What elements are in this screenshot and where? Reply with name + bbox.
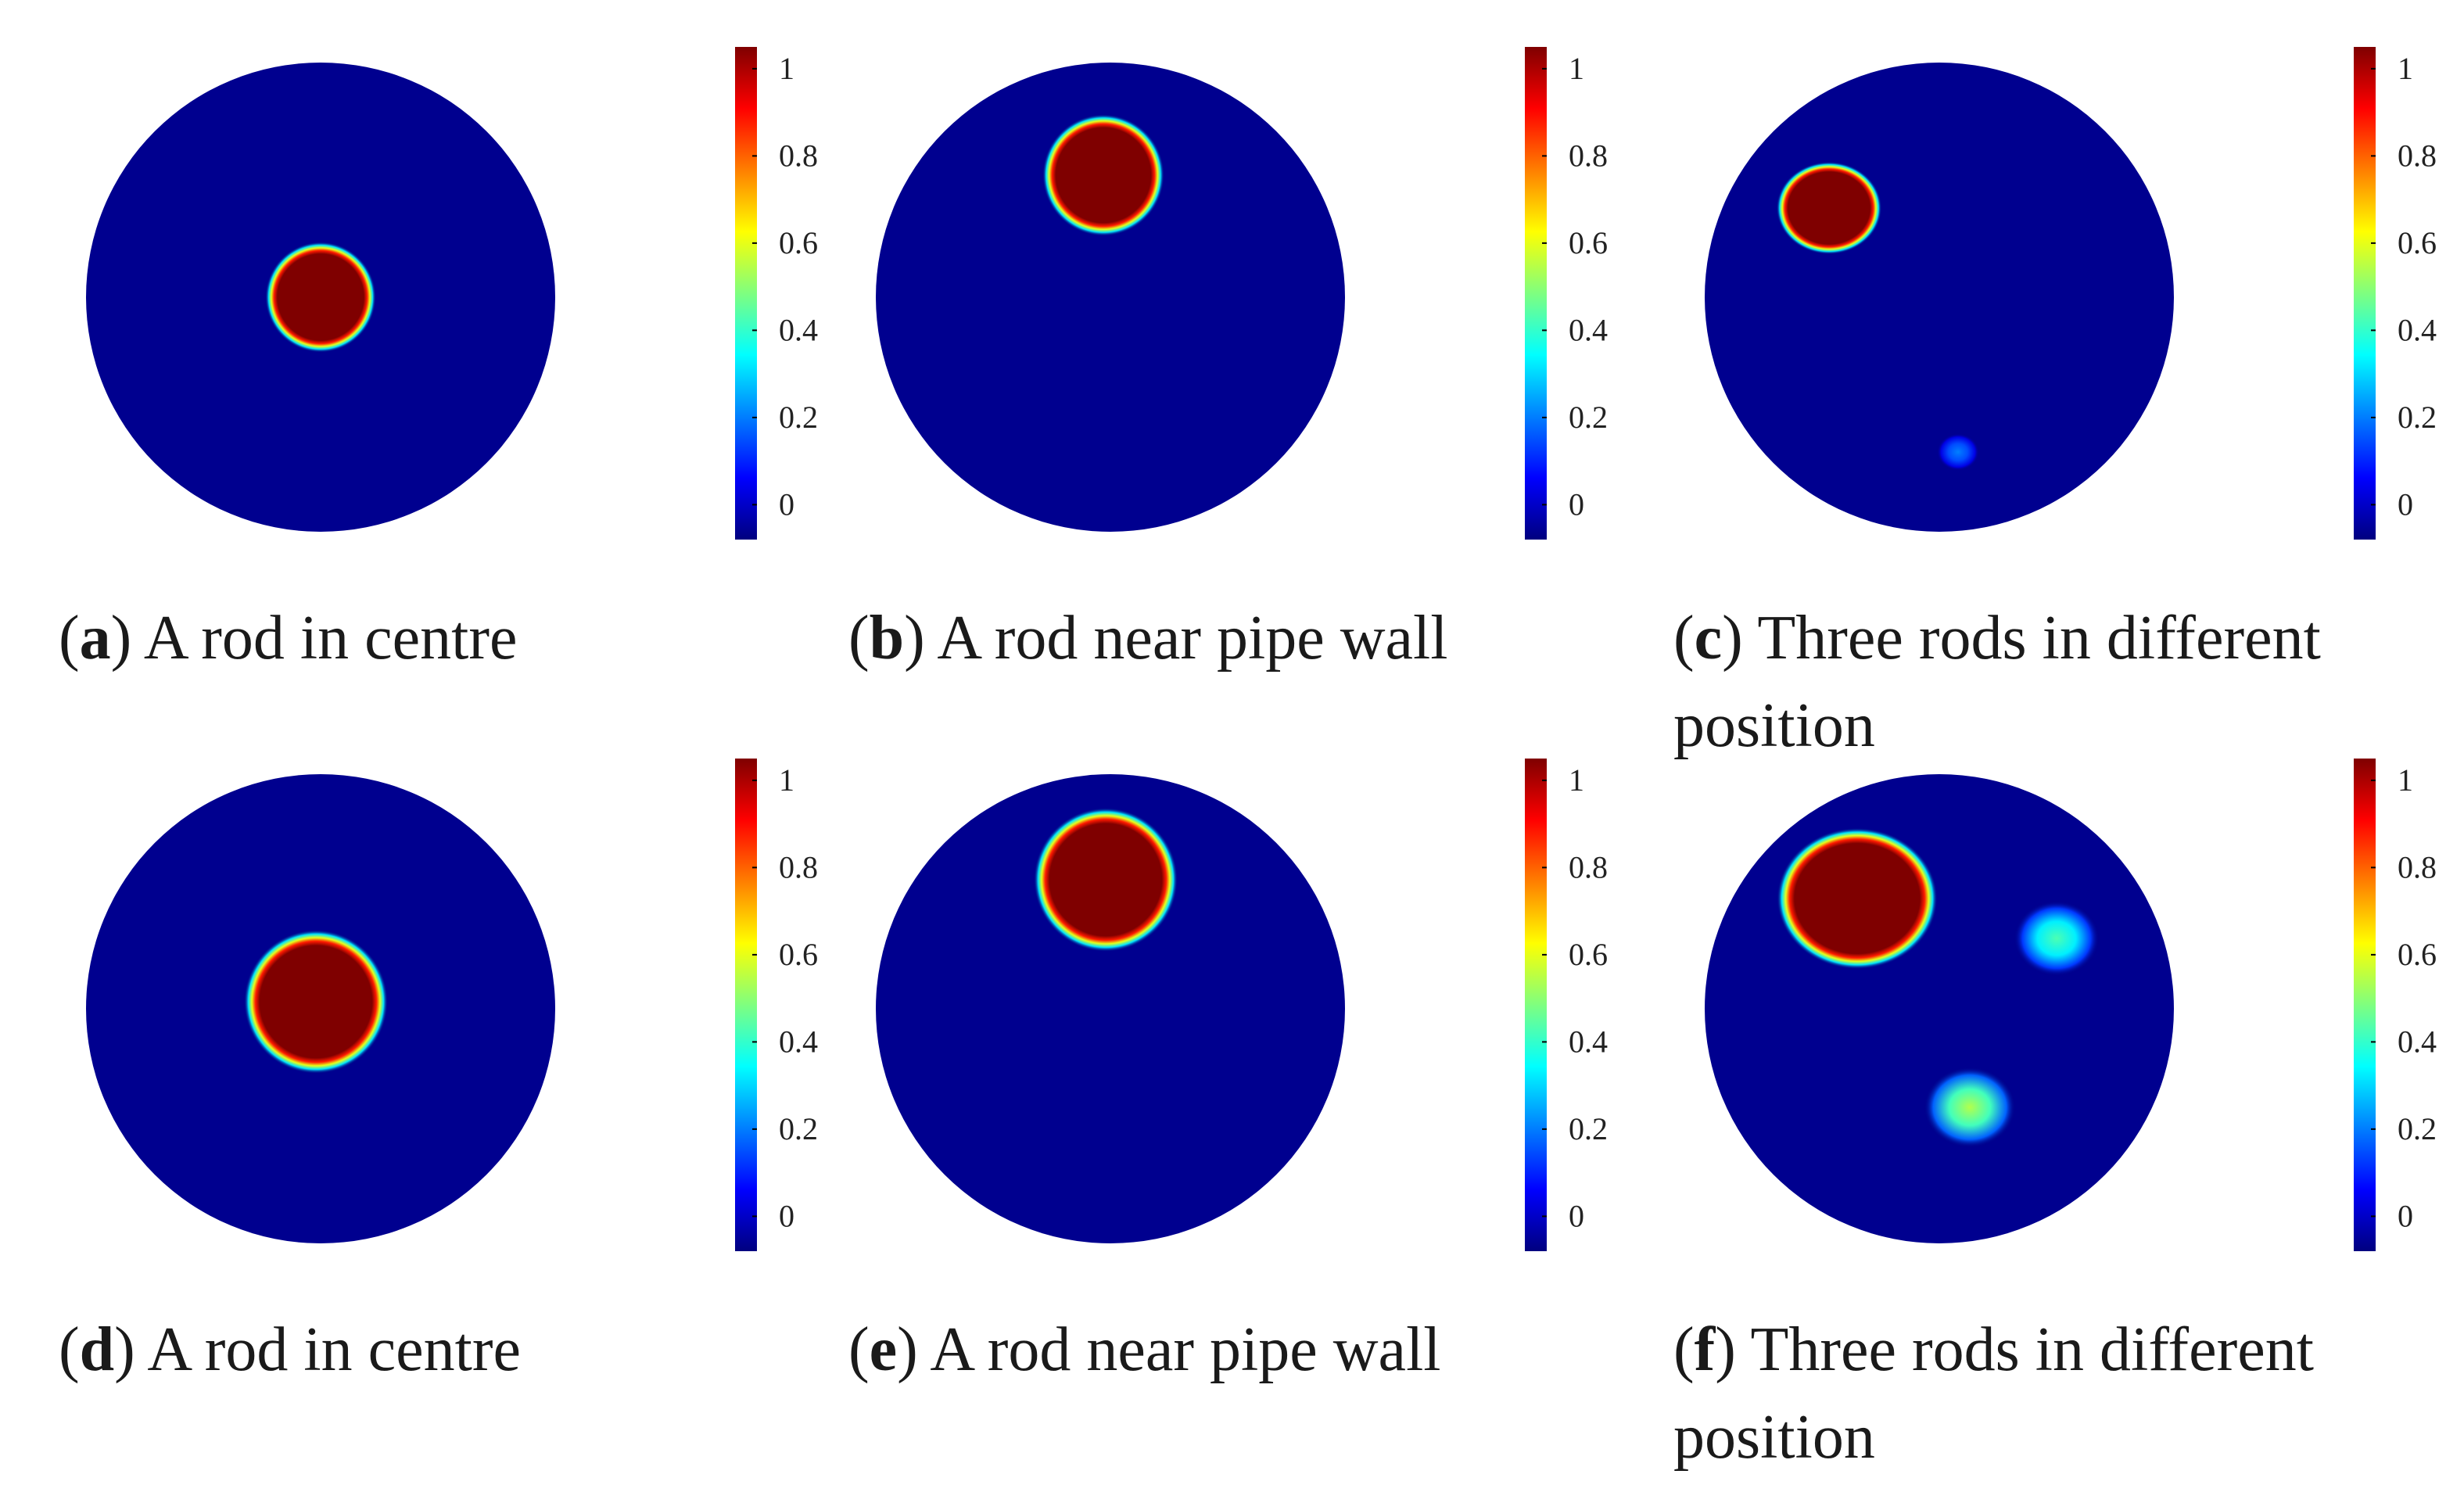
caption-text: A rod in centre bbox=[147, 1315, 521, 1384]
caption-letter: a bbox=[79, 604, 111, 673]
rod-inclusion bbox=[1777, 827, 1938, 970]
caption: (b) A rod near pipe wall bbox=[848, 604, 1448, 673]
rod-inclusion bbox=[1924, 1067, 2016, 1148]
colorbar-tick-label: 0 bbox=[2398, 486, 2413, 522]
caption-text: Three rods in different position bbox=[1673, 1315, 2314, 1472]
colorbar-tick-label: 0.2 bbox=[779, 1111, 818, 1146]
panel-c: 0 0.2 0.4 0.6 0.8 1 (c) Three rods in differen… bbox=[1673, 47, 2464, 760]
heatmap-a: 0 0.2 0.4 0.6 0.8 1 bbox=[86, 47, 818, 540]
colorbar-tick-label: 0.2 bbox=[779, 400, 818, 435]
colorbar-tick-label: 0.8 bbox=[2398, 138, 2437, 173]
caption-text: A rod near pipe wall bbox=[937, 604, 1448, 673]
colorbar-tick-label: 0.2 bbox=[2398, 1111, 2437, 1146]
colorbar-tick-label: 0.4 bbox=[1569, 312, 1608, 347]
colorbar-tick-label: 1 bbox=[1569, 51, 1584, 86]
rod-inclusion bbox=[243, 929, 389, 1074]
colorbar-tick-label: 1 bbox=[779, 51, 794, 86]
colorbar-tick-label: 0.8 bbox=[779, 138, 818, 173]
colorbar-tick-label: 0 bbox=[779, 486, 794, 522]
panel-a: 0 0.2 0.4 0.6 0.8 1 (a) A rod in centre bbox=[59, 47, 852, 673]
colorbar-tick-label: 0.4 bbox=[779, 1024, 818, 1059]
heatmap-c: 0 0.2 0.4 0.6 0.8 1 bbox=[1705, 47, 2437, 540]
heatmap-b: 0 0.2 0.4 0.6 0.8 1 bbox=[876, 47, 1608, 540]
colorbar bbox=[735, 759, 757, 1251]
colorbar-tick-label: 1 bbox=[2398, 762, 2413, 798]
colorbar-tick-label: 0 bbox=[2398, 1198, 2413, 1233]
colorbar-tick-label: 0.6 bbox=[2398, 225, 2437, 260]
colorbar-tick-label: 0.4 bbox=[779, 312, 818, 347]
colorbar bbox=[2354, 759, 2376, 1251]
rod-inclusion bbox=[1776, 161, 1882, 255]
panel-f: 0 0.2 0.4 0.6 0.8 1 (f) Three rods in differen… bbox=[1673, 759, 2464, 1472]
caption-letter: c bbox=[1694, 604, 1723, 673]
caption-text: A rod in centre bbox=[143, 604, 518, 673]
colorbar-tick-label: 0.8 bbox=[2398, 849, 2437, 884]
rod-inclusion bbox=[2014, 900, 2100, 977]
colorbar-tick-label: 0.6 bbox=[779, 937, 818, 972]
colorbar-tick-label: 0.8 bbox=[1569, 138, 1608, 173]
colorbar-tick-label: 0.6 bbox=[1569, 225, 1608, 260]
caption: (c) Three rods in different position bbox=[1673, 604, 2321, 760]
pipe-disc bbox=[876, 774, 1345, 1243]
colorbar bbox=[1525, 47, 1547, 540]
pipe-disc bbox=[876, 63, 1345, 532]
colorbar bbox=[735, 47, 757, 540]
colorbar-tick-label: 0 bbox=[1569, 486, 1584, 522]
colorbar-tick-label: 0.4 bbox=[1569, 1024, 1608, 1059]
pipe-disc bbox=[1705, 63, 2174, 532]
rod-inclusion bbox=[1042, 114, 1164, 236]
colorbar-tick-label: 0.4 bbox=[2398, 1024, 2437, 1059]
colorbar-tick-label: 1 bbox=[1569, 762, 1584, 798]
colorbar-tick-label: 0 bbox=[1569, 1198, 1584, 1233]
caption-text: A rod near pipe wall bbox=[930, 1315, 1441, 1384]
caption-letter: f bbox=[1694, 1315, 1716, 1384]
colorbar bbox=[2354, 47, 2376, 540]
panel-b: 0 0.2 0.4 0.6 0.8 1 (b) A rod near pipe wall bbox=[848, 47, 1642, 673]
colorbar-tick-label: 0.6 bbox=[2398, 937, 2437, 972]
colorbar-tick-label: 0 bbox=[779, 1198, 794, 1233]
colorbar-tick-label: 0.2 bbox=[1569, 400, 1608, 435]
colorbar-tick-label: 0.2 bbox=[2398, 400, 2437, 435]
heatmap-f: 0 0.2 0.4 0.6 0.8 1 bbox=[1705, 759, 2437, 1251]
rod-inclusion bbox=[1033, 807, 1178, 952]
panel-d: 0 0.2 0.4 0.6 0.8 1 (d) A rod in centre bbox=[59, 759, 852, 1384]
colorbar bbox=[1525, 759, 1547, 1251]
caption-letter: d bbox=[79, 1315, 115, 1384]
pipe-disc bbox=[1705, 774, 2174, 1243]
caption: (d) A rod in centre bbox=[59, 1315, 521, 1384]
rod-inclusion bbox=[1936, 432, 1980, 472]
caption-text: Three rods in different position bbox=[1673, 604, 2321, 760]
caption: (e) A rod near pipe wall bbox=[848, 1315, 1441, 1384]
caption-letter: b bbox=[869, 604, 905, 673]
colorbar-tick-label: 0.8 bbox=[779, 849, 818, 884]
caption: (a) A rod in centre bbox=[59, 604, 518, 673]
colorbar-tick-label: 1 bbox=[2398, 51, 2413, 86]
heatmap-d: 0 0.2 0.4 0.6 0.8 1 bbox=[86, 759, 818, 1251]
colorbar-tick-label: 0.6 bbox=[1569, 937, 1608, 972]
colorbar-tick-label: 1 bbox=[779, 762, 794, 798]
caption-letter: e bbox=[869, 1315, 898, 1384]
colorbar-tick-label: 0.6 bbox=[779, 225, 818, 260]
colorbar-tick-label: 0.4 bbox=[2398, 312, 2437, 347]
colorbar-tick-label: 0.8 bbox=[1569, 849, 1608, 884]
caption: (f) Three rods in different position bbox=[1673, 1315, 2314, 1472]
rod-inclusion bbox=[265, 242, 376, 353]
colorbar-tick-label: 0.2 bbox=[1569, 1111, 1608, 1146]
heatmap-e: 0 0.2 0.4 0.6 0.8 1 bbox=[876, 759, 1608, 1251]
panel-e: 0 0.2 0.4 0.6 0.8 1 (e) A rod near pipe wall bbox=[848, 759, 1642, 1384]
